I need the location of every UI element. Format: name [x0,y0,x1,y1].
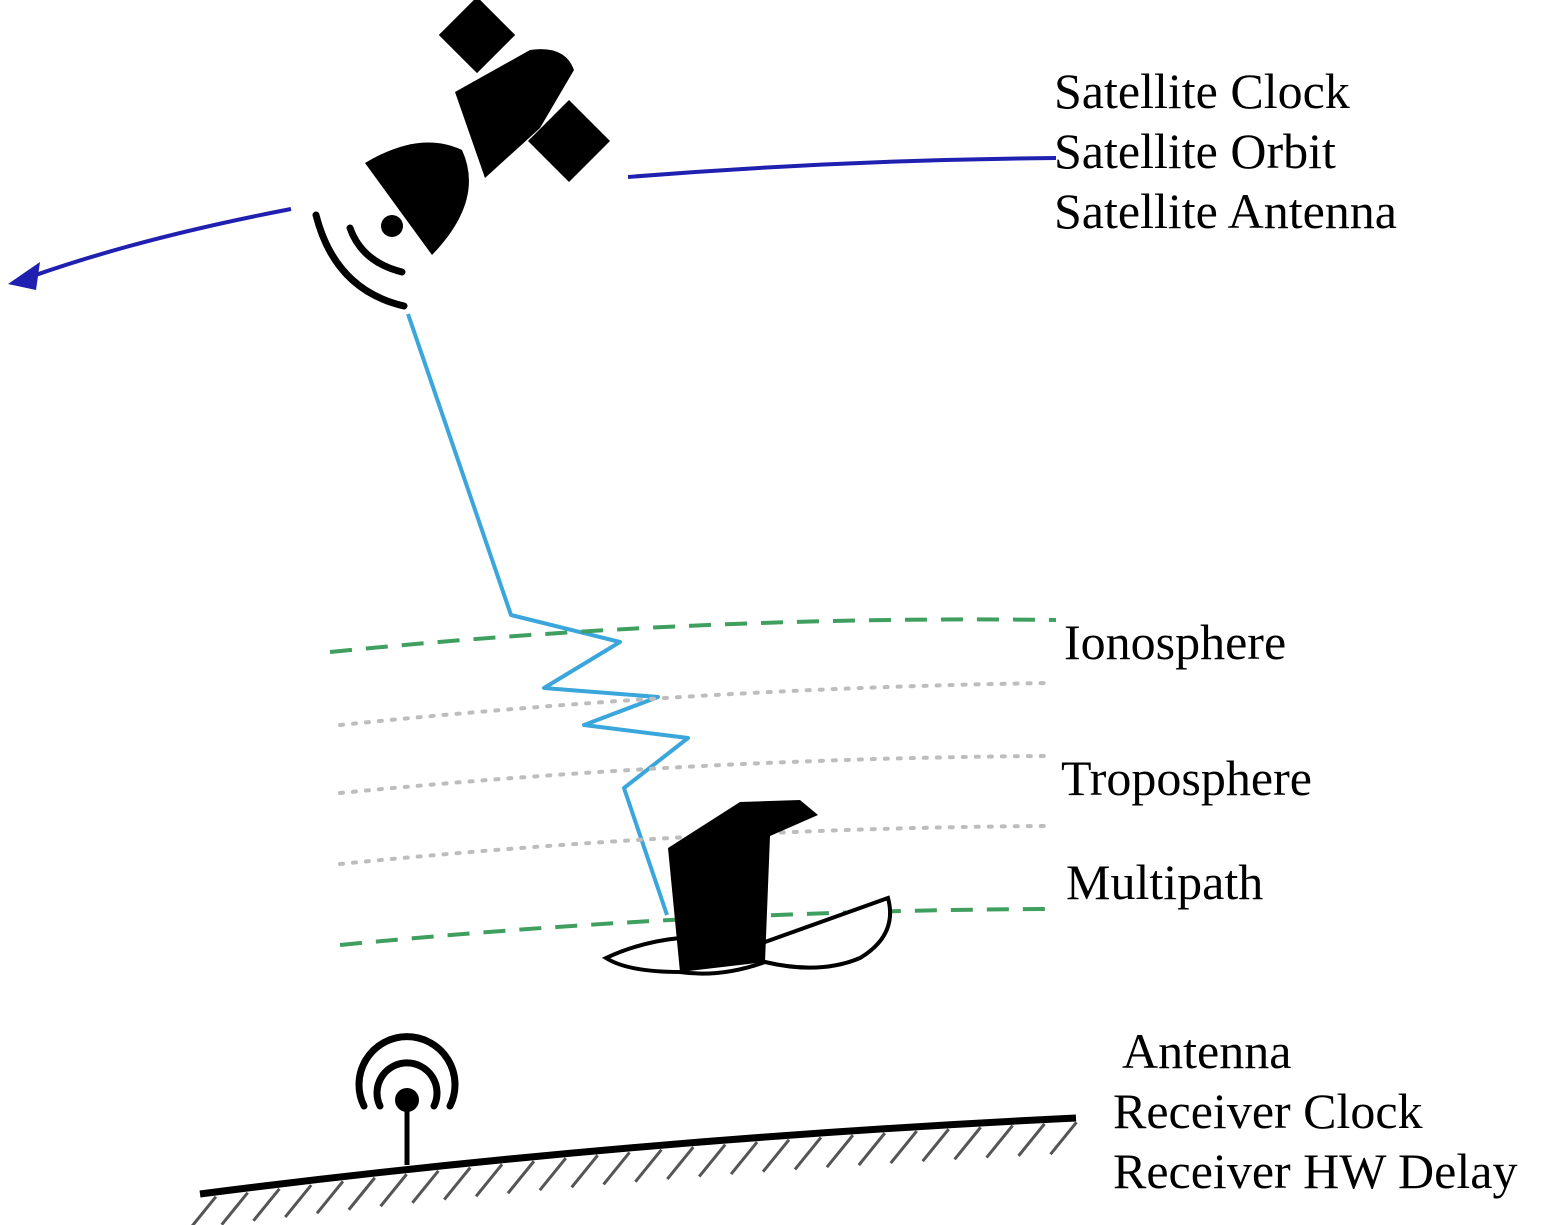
ground-hatch [761,1138,791,1173]
orbit-line-right [627,156,1057,179]
receiver-antenna-icon [355,1033,459,1165]
satellite-orbit-label: Satellite Orbit [1054,123,1336,179]
ionosphere-label: Ionosphere [1064,614,1287,670]
receiver-hw-delay-label: Receiver HW Delay [1113,1143,1518,1199]
ground-hatch [506,1160,536,1195]
satellite-clock-label: Satellite Clock [1054,63,1350,119]
ground-hatch [825,1134,855,1169]
ground-hatch [379,1173,408,1208]
satellite-error-labels: Satellite Clock Satellite Orbit Satellit… [1054,61,1397,241]
ground-hatch [538,1157,567,1192]
ground-hatch [857,1132,886,1167]
ground-hatch [602,1151,631,1186]
ground-hatch [252,1187,281,1222]
receiver-clock-label: Receiver Clock [1113,1083,1423,1139]
signal-waves-icon [312,211,408,310]
receiver-error-labels: Antenna Receiver Clock Receiver HW Delay [1113,1021,1517,1201]
ionosphere-boundary [329,617,1057,654]
ground-hatch [570,1154,599,1189]
ground-hatch [284,1184,313,1218]
ground-hatch [315,1180,345,1215]
antenna-label: Antenna [1122,1023,1292,1079]
dotted-layer-3 [338,824,1052,866]
ground-hatch [474,1163,504,1198]
ground-hatch [985,1124,1014,1159]
dotted-layer-1 [338,681,1052,727]
ground-hatch [793,1136,823,1171]
ground-hatch [220,1191,249,1225]
ground-hatch [953,1126,982,1161]
ground-hatch [347,1176,376,1211]
satellite-icon [365,0,611,255]
ground-hatch [634,1148,663,1183]
dotted-layer-2 [338,754,1052,795]
ground-hatch [921,1128,950,1163]
ground-hatch [889,1130,918,1165]
orbit-line-left [29,207,292,279]
orbit-path [8,156,1057,290]
ground-hatch [729,1141,759,1176]
ground-hatch [1049,1121,1078,1156]
ground-hatch [1017,1122,1046,1157]
signal-path [406,313,690,916]
troposphere-label: Troposphere [1061,750,1312,806]
ground-hatch [411,1169,440,1204]
satellite-antenna-label: Satellite Antenna [1054,183,1397,239]
orbit-arrowhead-icon [8,262,40,290]
ground-surface [191,1114,1078,1225]
ground-hatch [698,1143,727,1178]
ground-hatch [666,1146,695,1181]
ground-hatch [443,1166,472,1201]
ground-hatch [191,1195,218,1225]
multipath-label: Multipath [1066,854,1264,910]
building-icon [601,800,893,976]
